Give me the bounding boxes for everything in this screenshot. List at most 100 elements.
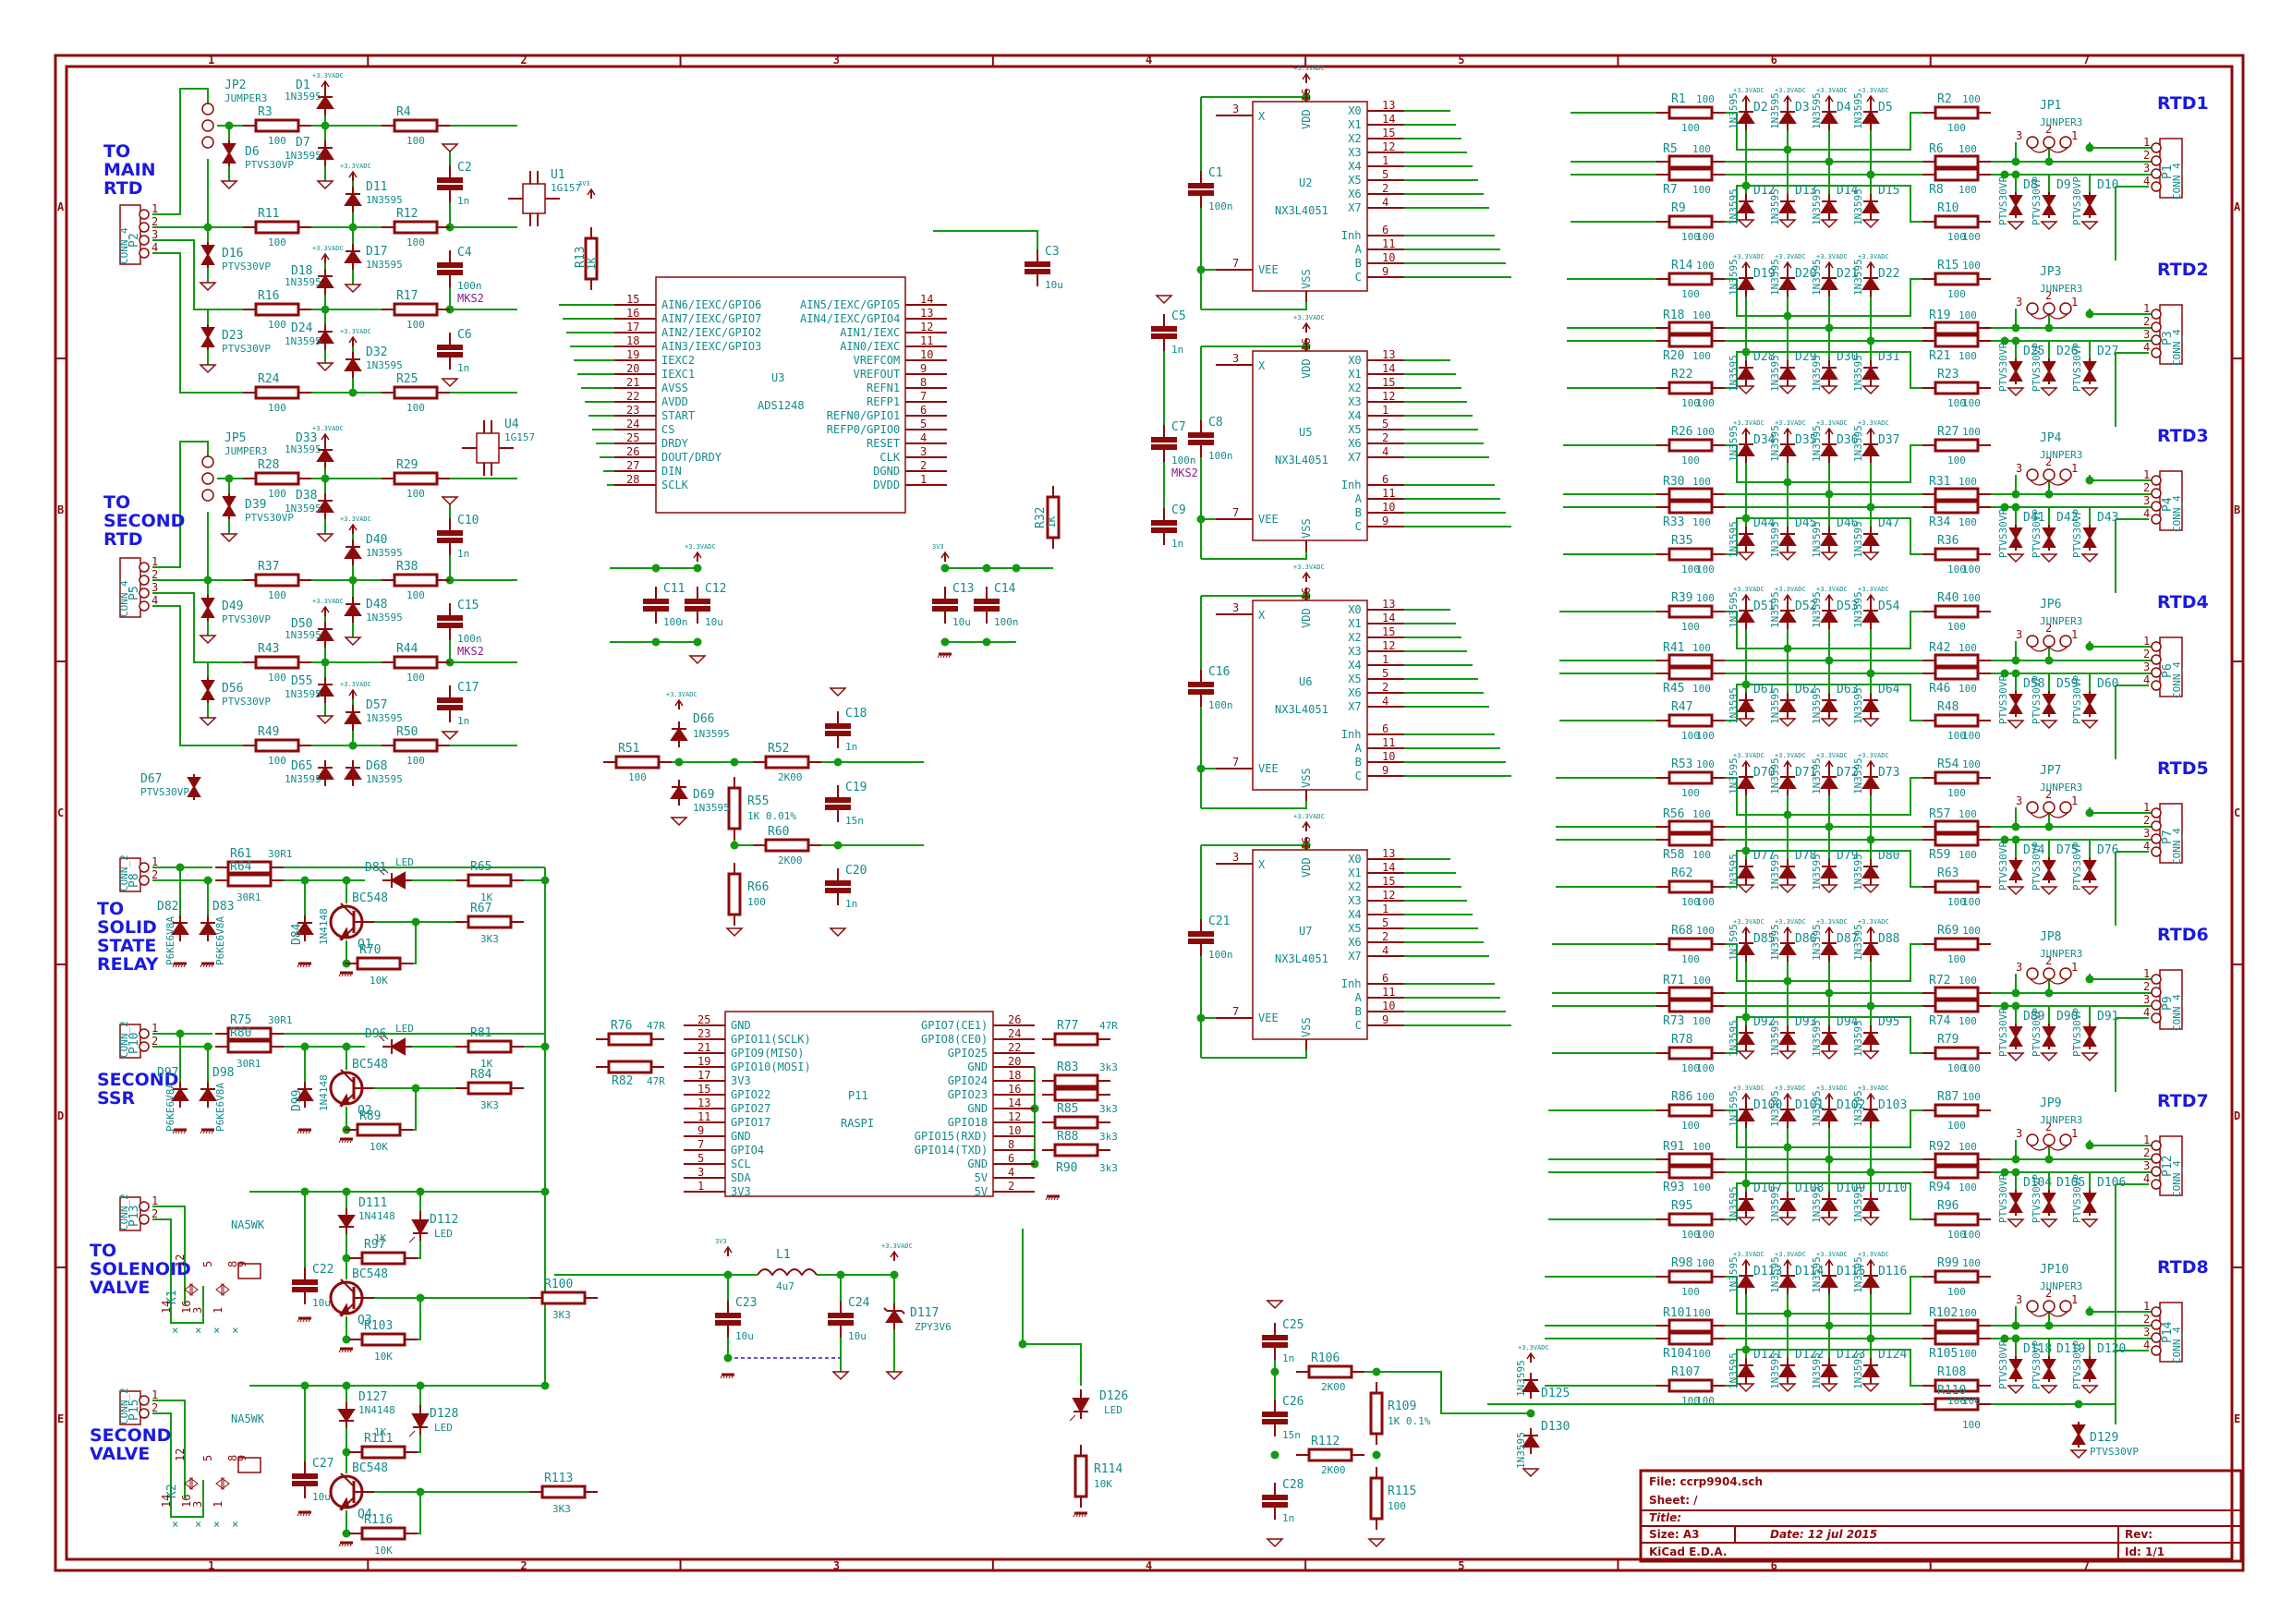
resistor-value: 100 (268, 236, 286, 248)
resistor (254, 738, 300, 753)
capacitor-value: 10u (705, 616, 723, 628)
diode (1861, 110, 1880, 124)
wire (1725, 1349, 1922, 1387)
capacitor-plate (825, 888, 851, 893)
connector-pin-number: 3 (2143, 993, 2150, 1006)
digital-ground-hatch (305, 963, 309, 968)
capacitor-value: 10u (735, 1330, 754, 1342)
resistor-value: 3k3 (1099, 1061, 1118, 1073)
diode-ref: D18 (291, 264, 312, 278)
diode-ref: D14 (1837, 184, 1859, 198)
junction-dot (2044, 822, 2054, 831)
capacitor-plate (643, 599, 669, 604)
resistor-value: 47R (647, 1075, 665, 1087)
resistor-value: 47R (1099, 1020, 1118, 1032)
diode-ref: D122 (1795, 1348, 1824, 1362)
jumper-value: JUNPER3 (2040, 1280, 2082, 1292)
relay-contact (215, 1283, 230, 1296)
note-solenoid: SOLENOID (90, 1259, 191, 1279)
diode (1737, 532, 1755, 546)
connector-value: CONN_4 (2171, 828, 2183, 865)
relay-pin-number: 9 (236, 1455, 249, 1461)
jumper-link (2030, 1145, 2068, 1151)
digital-ground-hatch (344, 972, 347, 977)
tvs-diode (2008, 195, 2023, 207)
pin-number: 11 (697, 1110, 710, 1123)
relay-contact (184, 1283, 199, 1296)
resistor-ref: R22 (1671, 368, 1692, 382)
pin-name: GPIO22 (731, 1088, 770, 1101)
diode-value: 1N3595 (1852, 1186, 1864, 1223)
connector-ref: P12 (2161, 1156, 2175, 1177)
resistor-value: 100 (1696, 397, 1715, 409)
tvs-diode (2082, 1026, 2097, 1038)
diode-value: 1N3595 (1728, 1090, 1740, 1127)
pin-number: 26 (1008, 1013, 1021, 1026)
tvs-ref: D56 (222, 682, 243, 696)
jumper-value: JUNPER3 (2040, 1114, 2082, 1126)
ground-icon (2040, 1385, 2058, 1395)
diode-ref: D95 (1878, 1015, 1899, 1029)
connector-pin (2151, 488, 2162, 499)
diode-value: 1N3595 (1728, 1256, 1740, 1293)
tvs-diode (2082, 1201, 2097, 1213)
resistor (540, 1291, 587, 1305)
diode (1861, 1031, 1880, 1045)
resistor (356, 956, 402, 971)
pin-number: 16 (1300, 89, 1313, 102)
wire (1725, 684, 1922, 721)
resistor (1667, 272, 1714, 286)
jumper-pin-number: 3 (2016, 961, 2022, 974)
diode (316, 146, 334, 160)
digital-ground-hatch (302, 963, 306, 968)
diode (1820, 276, 1838, 290)
pin-name: X7 (1348, 201, 1361, 214)
ground-icon (1778, 1383, 1797, 1393)
transistor-emitter-arrow (338, 1093, 350, 1107)
capacitor-value: 100n (1208, 949, 1233, 961)
resistor (1934, 1378, 1980, 1393)
digital-ground-hatch (720, 1374, 723, 1379)
diode (1820, 941, 1838, 955)
capacitor-plate (437, 530, 463, 536)
pin-name: X3 (1348, 894, 1361, 907)
ground-icon (1367, 1538, 1386, 1548)
tvs-ref: D59 (2056, 677, 2078, 691)
resistor-ref: R50 (396, 725, 418, 739)
ground-icon (1861, 385, 1880, 395)
connector-pin-number: 3 (152, 228, 158, 241)
tvs-diode (2082, 860, 2097, 872)
connector-pin-number: 3 (2143, 827, 2150, 840)
wire (1725, 1182, 1922, 1220)
resistor-value: 100 (1962, 1257, 1981, 1269)
pin-name: DOUT/DRDY (661, 451, 722, 464)
tvs-diode (2082, 536, 2097, 548)
diode (1737, 1197, 1755, 1211)
diode-ref: D69 (693, 788, 714, 802)
ground-icon (2080, 387, 2099, 397)
resistor-value: 100 (1696, 1062, 1715, 1074)
jumper-pin-number: 1 (2071, 794, 2078, 807)
adc-ref: U3 (771, 371, 784, 384)
wire (152, 592, 243, 663)
resistor (1667, 604, 1714, 619)
resistor-value: 100 (1681, 787, 1700, 799)
tvs-value: PTVS30VP (222, 696, 271, 708)
diode (316, 274, 334, 288)
capacitor-plate (437, 705, 463, 710)
pin-name: X4 (1348, 160, 1361, 173)
power-label: +3.3VADC (1775, 1085, 1806, 1092)
resistor-value: 100 (1692, 184, 1711, 196)
zone-column-top: 2 (520, 54, 527, 67)
led-diode (411, 1219, 430, 1236)
diode (316, 627, 334, 641)
ground-icon (441, 143, 459, 153)
digital-ground-hatch (202, 963, 206, 968)
connector-pin (2151, 807, 2162, 818)
connector-pin-number: 1 (152, 1022, 158, 1035)
diode (1737, 276, 1755, 290)
ground-icon (688, 655, 707, 665)
pin-name: X1 (1348, 617, 1361, 630)
resistor (1934, 105, 1980, 120)
